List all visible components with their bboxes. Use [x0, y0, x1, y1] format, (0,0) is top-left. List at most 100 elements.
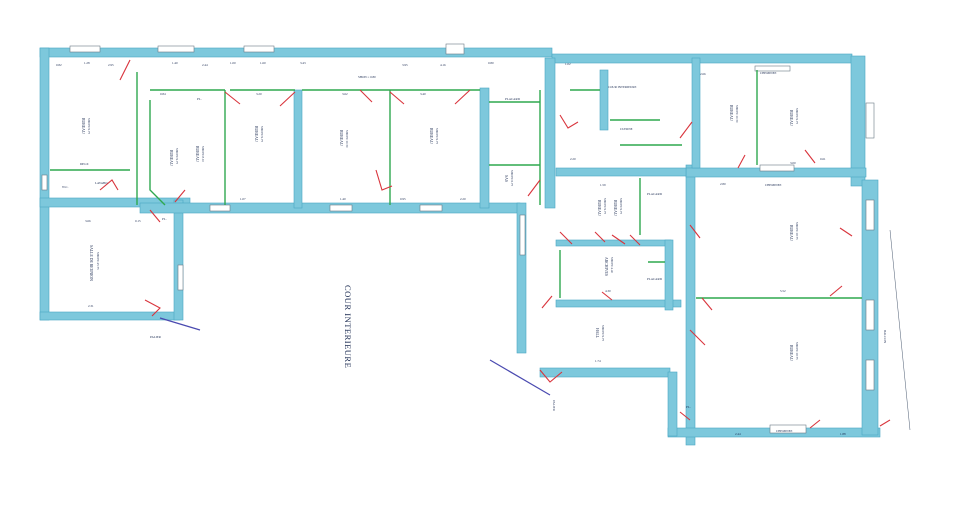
door-21 [804, 149, 816, 164]
wall-mid-top [551, 53, 853, 64]
dim-21: 2.31 [88, 304, 94, 308]
room-label-bureau-6-area: SHON=9.75 [603, 198, 607, 214]
dim-5: 1.00 [230, 61, 236, 65]
wall-mid-vertical [544, 57, 556, 209]
door-5 [224, 91, 241, 105]
wall-right-inner [685, 164, 696, 446]
doors [99, 59, 891, 429]
door-24 [839, 227, 853, 237]
dim-27: 2.80 [720, 182, 726, 186]
wall-left-mid [39, 197, 191, 208]
room-label-bureau-5-name: BUREAU [429, 128, 433, 144]
door-2 [99, 179, 119, 191]
window-3 [243, 45, 275, 53]
dim-13: 3.20 [256, 92, 262, 96]
room-label-meeting-name: SALLE DE REUNION [89, 245, 93, 281]
window-16 [759, 164, 795, 172]
wall-inner-e [599, 69, 609, 131]
dim-8: 3.95 [402, 63, 408, 67]
wall-inner-a [555, 167, 687, 177]
label-wc: W.C. [62, 185, 69, 189]
door-28 [689, 329, 706, 346]
dim-0: 0.82 [56, 63, 62, 67]
dim-24: 1.74 [595, 359, 601, 363]
door-26 [559, 114, 579, 129]
door-12 [527, 179, 541, 197]
wall-thick-2 [479, 87, 490, 209]
door-1 [119, 59, 131, 81]
wall-meeting-right [173, 199, 184, 321]
label-cheminee-1: CHEMINEE [760, 71, 777, 75]
room-label-bureau-8-name: BUREAU [789, 110, 793, 126]
label-lavabo: LAVABO [95, 181, 108, 185]
dim-9: 4.16 [440, 63, 446, 67]
room-label-bureau-5-area: SHON=9.75 [435, 128, 439, 144]
dim-20: 0.15 [135, 219, 141, 223]
room-label-meeting-area: SHON=45.75 [96, 252, 100, 270]
balcony-line [889, 229, 911, 431]
door-31 [879, 419, 891, 427]
dim-22: 4.30 [605, 289, 611, 293]
door-3 [149, 209, 161, 223]
room-label-bureau-9-name: BUREAU [789, 225, 793, 241]
label-placard-3: PLACARD [647, 277, 663, 281]
wall-tr-left [691, 57, 701, 169]
wall-inner-d [664, 239, 674, 311]
room-label-bureau-4-area: SHON=10.50 [345, 130, 349, 148]
dim-26: 5.52 [780, 289, 786, 293]
room-label-archives-area: SHON=4.40 [610, 257, 614, 273]
exterior-lines [159, 229, 911, 431]
room-label-bureau-10-area: SHON=18.75 [795, 342, 799, 360]
dim-33: 1.02 [565, 62, 571, 66]
wall-hall-bottom [539, 367, 671, 378]
window-7 [519, 214, 526, 256]
door-22 [737, 154, 746, 169]
label-placard-2: PLACARD [647, 192, 663, 196]
dim-28: 2.44 [735, 432, 741, 436]
room-label-bureau-11-name: BUREAU [613, 200, 617, 216]
door-8 [389, 91, 405, 105]
room-label-bureau-1-area: SHON=9.75 [87, 118, 91, 134]
label-degt: DEGT. [80, 162, 89, 166]
wall-inner-c [555, 299, 682, 308]
dim-18: 2.20 [460, 197, 466, 201]
palier-line-2 [489, 359, 551, 396]
label-cour-small: COUR INTERIEURE [608, 85, 636, 89]
partitions [50, 70, 862, 299]
dim-15: 1.07 [240, 197, 246, 201]
dim-10: 0.80 [488, 61, 494, 65]
dim-30: 3.00 [790, 161, 796, 165]
door-4 [174, 189, 186, 203]
window-9 [865, 199, 875, 231]
dim-4: 2.44 [202, 63, 208, 67]
room-label-bureau-11-area: SHON=9.75 [619, 198, 623, 214]
door-6 [279, 91, 296, 107]
windows [41, 43, 875, 434]
room-label-bureau-6-name: BUREAU [597, 200, 601, 216]
room-label-bureau-12-name: BUREAU [169, 150, 173, 166]
room-label-sas-area: SHON=6.75 [510, 170, 514, 186]
room-label-hall-area: SHON=9.75 [601, 325, 605, 341]
window-4 [445, 43, 465, 55]
walls [39, 47, 881, 446]
window-8 [865, 102, 875, 139]
window-17 [754, 65, 791, 72]
door-7 [359, 89, 373, 103]
door-20 [829, 285, 843, 297]
window-13 [329, 204, 353, 212]
room-label-bureau-7-area: SHON=10.50 [735, 105, 739, 123]
dim-29: 1.88 [840, 432, 846, 436]
wall-meeting-bottom [39, 311, 181, 321]
door-9 [454, 89, 471, 105]
room-label-bureau-8-area: SHON=9.75 [795, 108, 799, 124]
dim-31: 0.61 [820, 157, 826, 161]
room-label-bureau-3-name: BUREAU [254, 126, 258, 142]
label-placard-1: PLACARD [505, 97, 521, 101]
wall-right-lower-left [667, 371, 678, 437]
door-29 [679, 411, 691, 421]
partition-3 [149, 100, 166, 206]
window-15 [769, 424, 807, 434]
room-label-bureau-9-area: SHON=18.75 [795, 222, 799, 240]
room-label-archives-name: ARCHIVES [604, 257, 608, 276]
